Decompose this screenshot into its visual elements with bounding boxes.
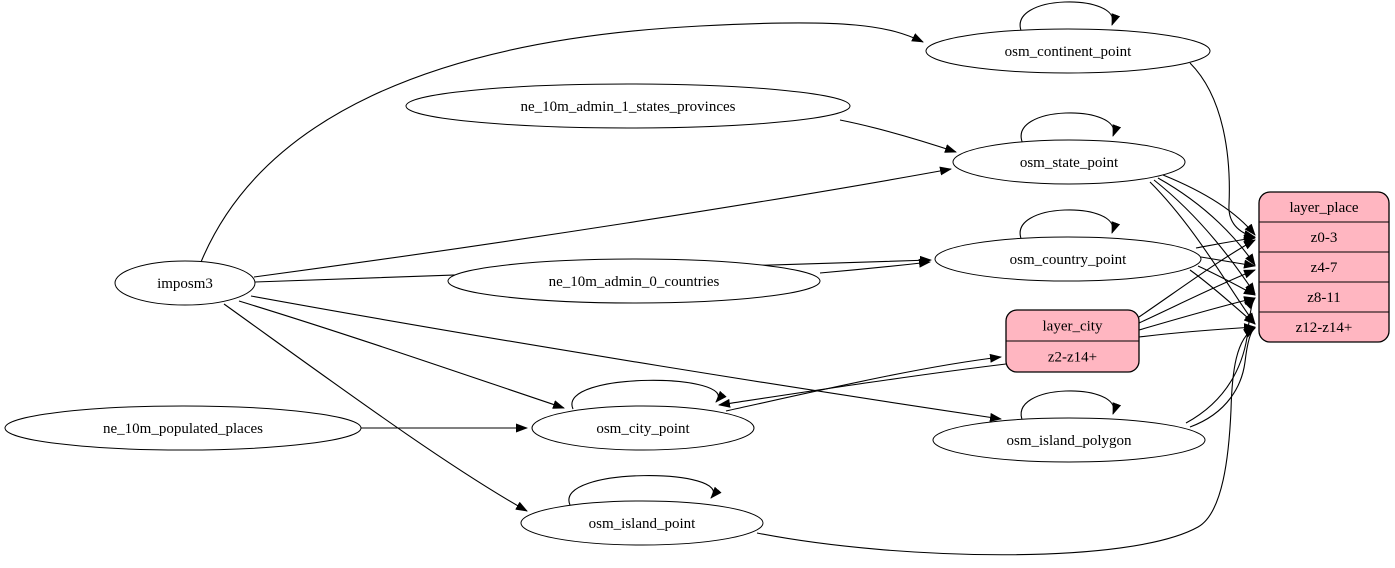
table-ellipse [4, 405, 362, 451]
node-layer_city: layer_city z2-z14+ [1005, 309, 1140, 373]
record-zoom-row: z4-7 [1311, 260, 1338, 276]
node-ne_10m_admin_0_countries: ne_10m_admin_0_countries [447, 258, 821, 304]
edge-layer_city-to-layer_place-z4-7 [1138, 269, 1256, 324]
edge-layer_city-to-layer_place-z0-3 [1138, 239, 1256, 318]
table-ellipse [520, 500, 764, 546]
layer-record [1258, 191, 1390, 343]
node-osm_country_point: osm_country_point [934, 236, 1202, 282]
table-ellipse [531, 405, 755, 451]
record-title: layer_place [1289, 200, 1358, 216]
record-title: layer_city [1043, 319, 1103, 335]
self-loop-osm_island_polygon [1020, 390, 1122, 423]
edge-osm_state_point-to-layer_place-z0-3 [1162, 174, 1256, 236]
table-ellipse [952, 139, 1186, 185]
node-ne_10m_populated_places: ne_10m_populated_places [4, 405, 362, 451]
record-zoom-row: z2-z14+ [1048, 350, 1097, 366]
table-label: ne_10m_admin_1_states_provinces [521, 99, 736, 115]
node-osm_island_polygon: osm_island_polygon [932, 417, 1206, 463]
node-osm_city_point: osm_city_point [531, 405, 755, 451]
edge-osm_state_point-to-layer_place-z12-z14+ [1149, 181, 1256, 325]
self-loop-osm_island_point [568, 475, 722, 506]
edge-imposm3-to-osm_island_polygon [250, 295, 1002, 422]
table-label: osm_state_point [1020, 155, 1119, 171]
table-ellipse [934, 236, 1202, 282]
table-ellipse [405, 83, 851, 129]
node-osm_state_point: osm_state_point [952, 139, 1186, 185]
edge-osm_continent_point-to-layer_place-z0-3 [1189, 62, 1256, 239]
table-label: osm_continent_point [1005, 44, 1132, 60]
node-osm_island_point: osm_island_point [520, 500, 764, 546]
table-ellipse [925, 28, 1211, 74]
edge-ne_10m_admin_1_states_provinces-to-osm_state_point [839, 119, 957, 153]
self-loop-osm_country_point [1019, 209, 1121, 242]
edge-layer_city-to-osm_city_point [718, 363, 1007, 408]
edge-layer_city-to-layer_place-z12-z14+ [1138, 323, 1256, 338]
record-zoom-row: z0-3 [1311, 230, 1338, 246]
node-layer_place: layer_place z0-3 z4-7 z8-11 z12-z14+ [1258, 191, 1390, 343]
node-ne_10m_admin_1_states_provinces: ne_10m_admin_1_states_provinces [405, 83, 851, 129]
edge-osm_island_polygon-to-layer_place-z12-z14+ [1189, 327, 1256, 428]
table-label: ne_10m_admin_0_countries [549, 274, 720, 290]
table-label: osm_island_polygon [1006, 433, 1132, 449]
table-label: imposm3 [157, 276, 213, 292]
node-osm_continent_point: osm_continent_point [925, 28, 1211, 74]
table-label: osm_city_point [596, 421, 690, 437]
edge-ne_10m_admin_0_countries-to-osm_country_point [819, 258, 931, 274]
edges-layer [200, 1, 1256, 556]
edge-osm_country_point-to-layer_place-z0-3 [1195, 234, 1256, 249]
table-ellipse [114, 260, 256, 306]
edge-osm_country_point-to-layer_place-z4-7 [1200, 256, 1256, 269]
record-zoom-row: z8-11 [1307, 290, 1341, 306]
edge-imposm3-to-osm_city_point [238, 300, 565, 409]
table-label: osm_island_point [589, 516, 697, 532]
node-imposm3: imposm3 [114, 260, 256, 306]
table-ellipse [447, 258, 821, 304]
edge-imposm3-to-osm_continent_point [200, 22, 924, 263]
self-loop-osm_city_point [571, 379, 727, 410]
edge-osm_state_point-to-layer_place-z4-7 [1157, 177, 1256, 266]
edge-imposm3-to-osm_island_point [223, 303, 528, 512]
edge-osm_island_point-to-layer_place-z12-z14+ [756, 327, 1256, 556]
edge-layer_city-to-layer_place-z8-11 [1138, 296, 1256, 331]
table-ellipse [932, 417, 1206, 463]
edge-osm_state_point-to-layer_place-z8-11 [1153, 179, 1256, 295]
table-label: ne_10m_populated_places [103, 421, 263, 437]
edge-imposm3-to-osm_state_point [253, 166, 952, 278]
nodes-layer: imposm3 ne_10m_admin_1_states_provincesne… [4, 28, 1390, 546]
edge-osm_city_point-to-layer_city-z2-z14+ [725, 353, 1002, 412]
table-label: osm_country_point [1010, 252, 1127, 268]
self-loop-osm_state_point [1020, 112, 1122, 145]
record-zoom-row: z12-z14+ [1296, 320, 1353, 336]
self-loop-osm_continent_point [1019, 1, 1121, 34]
